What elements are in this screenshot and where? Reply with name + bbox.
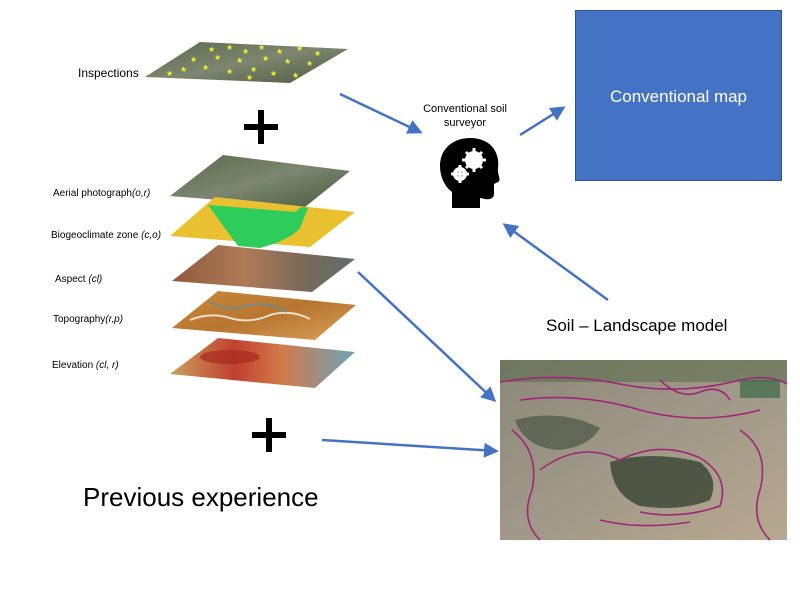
biogeoclimate-layer [170, 197, 355, 248]
svg-text:★: ★ [226, 43, 233, 52]
arrow-layers-to-model [357, 271, 497, 403]
elevation-label: Elevation (cl, r) [52, 360, 119, 371]
svg-text:★: ★ [306, 59, 313, 68]
topo-name: Topography [53, 314, 106, 325]
svg-text:★: ★ [258, 43, 265, 52]
conventional-soil-surveyor-label: Conventional soil surveyor [408, 102, 522, 130]
elev-tags: (cl, r) [95, 360, 119, 371]
topo-tags: (r,p) [105, 314, 124, 325]
arrow-experience-to-model [321, 438, 499, 458]
surveyor-line2: surveyor [443, 117, 487, 129]
svg-text:★: ★ [292, 71, 299, 80]
svg-text:★: ★ [236, 56, 243, 65]
svg-text:★: ★ [190, 55, 197, 64]
elev-name: Elevation [52, 360, 96, 371]
svg-text:★: ★ [250, 65, 257, 74]
inspection-points: ★★★ ★★★ ★★★ ★★★ ★★★ ★★★ ★★★ [166, 43, 321, 82]
surveyor-line1: Conventional soil [423, 103, 507, 115]
aspect-name: Aspect [55, 274, 89, 285]
svg-text:★: ★ [208, 45, 215, 54]
biogeoclimate-label: Biogeoclimate zone (c,o) [51, 230, 161, 241]
topography-label: Topography(r,p) [53, 314, 123, 325]
aerial-photograph-label: Aerial photograph(o,r) [53, 188, 150, 199]
svg-text:★: ★ [180, 65, 187, 74]
svg-text:★: ★ [276, 47, 283, 56]
previous-experience-label: Previous experience [83, 482, 319, 512]
svg-text:★: ★ [242, 47, 249, 56]
svg-text:★: ★ [284, 57, 291, 66]
svg-text:★: ★ [314, 49, 321, 58]
arrows [321, 92, 609, 458]
svg-text:★: ★ [246, 73, 253, 82]
svg-text:★: ★ [214, 53, 221, 62]
svg-text:★: ★ [262, 54, 269, 63]
biogeo-name: Biogeoclimate zone [51, 230, 142, 241]
aspect-tags: (cl) [88, 274, 103, 285]
inspections-label: Inspections [78, 66, 139, 80]
arrow-surveyor-to-map [519, 106, 566, 137]
aerial-name: Aerial photograph [53, 188, 132, 199]
svg-text:★: ★ [296, 44, 303, 53]
aspect-label: Aspect (cl) [55, 274, 102, 285]
plus-icon [252, 418, 286, 452]
plus-icon [244, 110, 278, 144]
elevation-layer [170, 338, 355, 388]
head-gears-icon [440, 138, 500, 208]
soil-landscape-model-label: Soil – Landscape model [546, 316, 728, 335]
arrow-model-to-surveyor [502, 223, 609, 302]
arrow-inspections-to-surveyor [339, 92, 423, 134]
svg-text:★: ★ [166, 69, 173, 78]
soil-landscape-map-image [499, 360, 788, 541]
inspections-layer: ★★★ ★★★ ★★★ ★★★ ★★★ ★★★ ★★★ [145, 42, 348, 83]
aerial-tags: (o,r) [131, 188, 151, 199]
conventional-map-box: Conventional map [575, 10, 782, 181]
aerial-photograph-layer [170, 155, 350, 207]
biogeo-tags: (c,o) [141, 230, 162, 241]
svg-text:★: ★ [270, 69, 277, 78]
aspect-layer [172, 245, 355, 292]
conventional-map-label: Conventional map [609, 87, 748, 106]
topography-layer [172, 291, 356, 340]
svg-text:★: ★ [202, 63, 209, 72]
svg-text:★: ★ [226, 67, 233, 76]
